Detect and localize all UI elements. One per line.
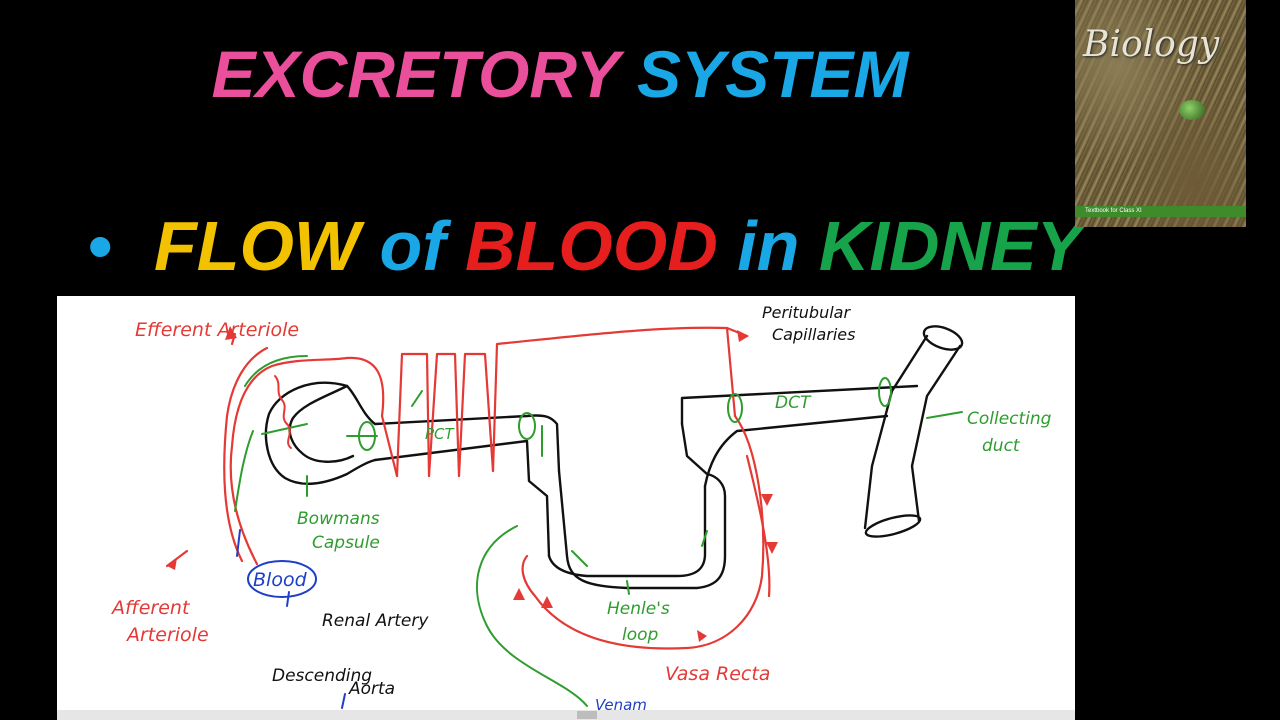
blue-arrow-up-3 xyxy=(341,693,346,709)
bowmans-capsule-outer xyxy=(264,381,377,485)
blue-markers xyxy=(236,529,346,709)
bullet-word-kidney: KIDNEY xyxy=(818,207,1084,285)
blood-circle xyxy=(247,560,317,598)
peritubular-loop-1 xyxy=(395,352,431,478)
glomerulus-coil xyxy=(274,375,292,449)
label-aorta: Aorta xyxy=(348,679,395,699)
label-descending: Descending xyxy=(272,666,372,686)
label-renal-artery: Renal Artery xyxy=(322,611,429,631)
label-venam: Venam xyxy=(595,696,647,714)
bullet-heading: • FLOW of BLOOD in KIDNEY xyxy=(88,206,1083,286)
bowmans-capsule-inner xyxy=(288,384,355,463)
diagram-labels: Efferent Arteriole Afferent Arteriole Bl… xyxy=(110,303,1052,714)
henle-loop-inner xyxy=(547,484,707,578)
label-bowmans: Bowmans xyxy=(297,509,380,529)
label-efferent-arteriole: Efferent Arteriole xyxy=(135,319,299,341)
whiteboard: Efferent Arteriole Afferent Arteriole Bl… xyxy=(57,296,1075,720)
afferent-arteriole-vessel xyxy=(229,356,399,566)
tube-ring-3 xyxy=(727,393,743,423)
arrow-vasa-down-icon xyxy=(761,494,773,506)
blue-arrow-up-2 xyxy=(286,591,290,607)
filtrate-arrow-glomerulus xyxy=(261,423,308,435)
bullet-word-of: of xyxy=(379,207,446,285)
pct-upper-wall xyxy=(345,384,561,473)
bullet-word-blood: BLOOD xyxy=(465,207,718,285)
label-peritubular: Peritubular xyxy=(762,303,851,322)
filtrate-flow xyxy=(234,355,963,707)
label-capillaries: Capillaries xyxy=(772,325,855,344)
kidney-diagram: Efferent Arteriole Afferent Arteriole Bl… xyxy=(110,303,1052,714)
blood-arrowheads xyxy=(167,326,778,642)
pct-lower-wall xyxy=(373,439,551,558)
label-collecting: Collecting xyxy=(967,409,1052,429)
label-arteriole: Arteriole xyxy=(125,624,209,646)
dct-upper-wall xyxy=(680,384,919,426)
collecting-duct-left xyxy=(863,334,929,530)
henle-loop-outer xyxy=(557,422,727,590)
title-word-excretory: EXCRETORY xyxy=(211,37,619,111)
peritubular-top-vessel xyxy=(491,326,737,473)
slide-title: EXCRETORY SYSTEM xyxy=(0,34,1120,114)
label-pct: PCT xyxy=(425,425,456,443)
arrow-afferent-out-icon xyxy=(167,558,177,570)
arrow-vasa-down-2-icon xyxy=(766,542,778,554)
tube-ring-1 xyxy=(358,421,376,451)
blue-arrow-up-1 xyxy=(236,529,241,557)
filtrate-arrow-collecting xyxy=(926,411,963,419)
dct-lower-wall xyxy=(703,414,889,488)
bullet-word-flow: FLOW xyxy=(153,207,361,285)
arrow-vasa-up-icon xyxy=(513,588,525,600)
book-title: Biology xyxy=(1083,24,1220,65)
title-word-system: SYSTEM xyxy=(637,37,909,111)
filtrate-arrow-henle xyxy=(626,580,630,595)
label-dct: DCT xyxy=(775,393,812,413)
arteriole-outer-vessel xyxy=(223,346,269,563)
venous-return-vessel xyxy=(476,525,588,707)
peritubular-loop-2 xyxy=(427,352,461,478)
label-afferent: Afferent xyxy=(110,597,191,619)
beetle-icon xyxy=(1179,100,1205,120)
label-duct: duct xyxy=(982,436,1021,456)
label-henles: Henle's xyxy=(607,599,670,619)
vasa-recta-outer xyxy=(521,414,765,650)
blood-vessels xyxy=(165,326,771,650)
vasa-recta-right-branch xyxy=(745,454,771,598)
arrow-efferent-up-icon xyxy=(225,326,237,340)
tube-ring-2 xyxy=(518,412,536,440)
label-vasa-recta: Vasa Recta xyxy=(665,663,770,685)
label-loop: loop xyxy=(622,625,659,645)
horizontal-scrollbar[interactable] xyxy=(57,710,1075,720)
bullet-word-in: in xyxy=(737,207,800,285)
collecting-duct-right xyxy=(910,344,962,523)
collecting-duct-top xyxy=(922,325,964,351)
label-capsule: Capsule xyxy=(312,533,380,553)
scrollbar-thumb[interactable] xyxy=(577,711,597,719)
filtrate-arrow-efferent xyxy=(244,355,308,387)
bullet-dot-icon: • xyxy=(88,207,113,285)
filtrate-arrow-ascend xyxy=(701,530,708,547)
biology-textbook-cover: Biology Textbook for Class XI xyxy=(1075,0,1246,227)
peritubular-loop-3 xyxy=(457,352,495,478)
collecting-duct-bottom xyxy=(864,514,922,538)
book-subtitle: Textbook for Class XI xyxy=(1085,208,1142,214)
arrow-vasa-up-2-icon xyxy=(541,596,553,608)
filtrate-arrow-pct-up xyxy=(411,390,423,407)
filtrate-arrow-afferent xyxy=(234,430,254,512)
arrow-peritubular-icon xyxy=(737,330,749,342)
label-blood: Blood xyxy=(253,569,308,591)
nephron-outline xyxy=(264,325,964,590)
tube-ring-4 xyxy=(878,377,892,407)
filtrate-arrow-loop xyxy=(571,550,588,567)
book-strip xyxy=(1075,206,1246,217)
arrow-vasa-left-icon xyxy=(697,630,707,642)
